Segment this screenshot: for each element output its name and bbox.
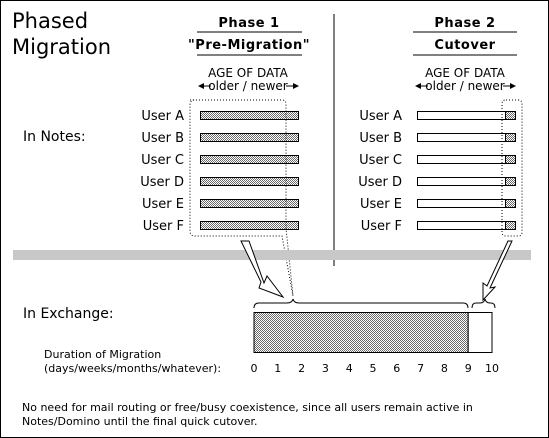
phase1-user-data-fill [200, 111, 299, 120]
phase2-user-data-fill [505, 177, 516, 186]
phase1-user-data-fill [200, 177, 299, 186]
phase2-user-label: User A [359, 109, 402, 124]
in-notes-label: In Notes: [23, 129, 86, 145]
phase2-user-data-bar [417, 221, 516, 230]
phase2-age-arrows [415, 83, 516, 89]
phase2-user-data-fill [505, 199, 516, 208]
duration-tick-label: 2 [298, 362, 305, 375]
duration-tick-label: 8 [441, 362, 448, 375]
phase2-callout [501, 99, 523, 237]
phase2-age-label: AGE OF DATA [425, 66, 506, 80]
duration-tick-label: 5 [370, 362, 377, 375]
footnote-line-1: No need for mail routing or free/busy co… [22, 401, 473, 414]
phase1-user-data-fill [200, 221, 299, 230]
phase2-subheading: Cutover [434, 38, 495, 53]
phase2-user-data-bar [417, 155, 516, 164]
phase1-user-label: User F [143, 219, 184, 234]
phase2-user-label: User E [360, 197, 402, 212]
notes-exchange-separator-band [13, 250, 531, 260]
phase1-age-arrows [198, 83, 299, 89]
phase2-user-data-bar [417, 177, 516, 186]
phase2-user-data-fill [505, 221, 516, 230]
phase1-age-range: older / newer [208, 79, 287, 93]
phase2-user-label: User C [359, 153, 402, 168]
in-exchange-label: In Exchange: [23, 306, 114, 322]
phase1-subheading: "Pre-Migration" [188, 38, 310, 53]
phase2-user-data-bar [417, 111, 516, 120]
phase2-heading: Phase 2 [434, 16, 495, 31]
phase2-duration-brace [471, 298, 496, 309]
phase1-heading: Phase 1 [218, 16, 279, 31]
phase2-user-data-bar [417, 199, 516, 208]
phase2-user-label: User B [359, 131, 402, 146]
phase1-age-label: AGE OF DATA [208, 66, 289, 80]
duration-label-line-2: (days/weeks/months/whatever): [44, 362, 221, 375]
duration-ticks: 0 1 2 3 4 5 6 7 8 9 10 [251, 362, 500, 375]
phase2-user-data-fill [505, 111, 516, 120]
duration-tick-label: 10 [485, 362, 499, 375]
phase1-user-label: User D [140, 175, 184, 190]
phase1-duration-brace [253, 298, 469, 309]
phase2-user-data-fill [505, 155, 516, 164]
duration-tick-label: 6 [393, 362, 400, 375]
phase1-user-label: User E [142, 197, 184, 212]
duration-tick-label: 7 [417, 362, 424, 375]
title-line-2: Migration [12, 35, 111, 59]
footnote-line-2: Notes/Domino until the final quick cutov… [22, 415, 258, 428]
phase1-user-rows: User A User B User C User D User E User F [140, 109, 299, 234]
phase1-user-data-fill [200, 199, 299, 208]
phase2-user-label: User D [358, 175, 402, 190]
duration-tick-label: 9 [465, 362, 472, 375]
phase2-callout-arrow [482, 240, 513, 302]
title-line-1: Phased [12, 9, 88, 33]
phase1-user-label: User C [141, 153, 184, 168]
phase2-user-data-fill [505, 133, 516, 142]
phase1-user-data-fill [200, 133, 299, 142]
duration-label-line-1: Duration of Migration [44, 348, 161, 361]
phase1-user-label: User B [141, 131, 184, 146]
phase2-age-range: older / newer [425, 79, 504, 93]
exchange-phase2-segment [467, 312, 493, 353]
duration-tick-label: 0 [251, 362, 258, 375]
phase2-user-label: User F [361, 219, 402, 234]
duration-tick-label: 3 [322, 362, 329, 375]
duration-tick-label: 4 [346, 362, 353, 375]
phase2-user-rows: User A User B User C User D User E User F [358, 109, 516, 234]
exchange-bar [253, 312, 493, 353]
phase2-user-data-bar [417, 133, 516, 142]
phase1-callout [189, 99, 294, 297]
phase1-user-label: User A [141, 109, 184, 124]
phase1-user-data-fill [200, 155, 299, 164]
exchange-phase1-fill [253, 312, 469, 353]
duration-tick-label: 1 [274, 362, 281, 375]
phase1-callout-arrow [240, 240, 285, 299]
